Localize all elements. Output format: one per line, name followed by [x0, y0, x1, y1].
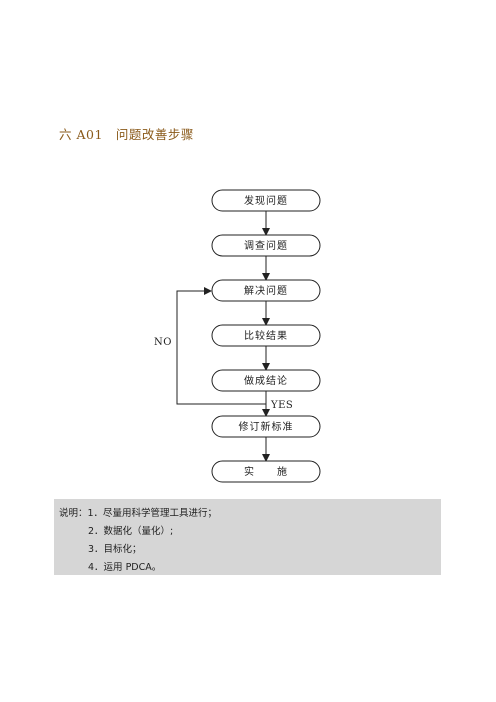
yes-label: YES	[270, 400, 293, 411]
flow-node-3-label: 解决问题	[244, 284, 288, 297]
flow-node-3: 解决问题	[211, 279, 321, 302]
flow-node-2-label: 调查问题	[244, 239, 288, 252]
note-line-2: 2．数据化（量化）;	[88, 526, 174, 537]
flow-node-2-shape	[211, 234, 321, 257]
flow-node-4: 比较结果	[211, 324, 321, 347]
flow-node-4-shape	[211, 324, 321, 347]
flow-node-1-shape	[211, 189, 321, 212]
note-line-3: 3．目标化；	[88, 544, 142, 555]
flow-node-4-label: 比较结果	[244, 329, 288, 342]
flow-node-6-label: 修订新标准	[239, 420, 294, 433]
flow-node-5-label: 做成结论	[244, 374, 288, 387]
no-loop-line	[176, 287, 266, 405]
page-title: 六 A01 问题改善步骤	[59, 127, 194, 142]
notes-box: 说明：1．尽量用科学管理工具进行； 2．数据化（量化）; 3．目标化； 4．运用…	[54, 499, 441, 575]
flow-node-1-label: 发现问题	[244, 194, 288, 207]
flow-node-6: 修订新标准	[211, 415, 321, 438]
flow-node-1: 发现问题	[211, 189, 321, 212]
flow-node-5-shape	[211, 369, 321, 392]
flow-node-3-shape	[211, 279, 321, 302]
note-line-4: 4．运用 PDCA。	[88, 562, 162, 573]
flow-node-7: 实 施	[211, 460, 321, 483]
flow-node-7-label: 实 施	[244, 465, 288, 478]
flow-node-7-shape	[211, 460, 321, 483]
flow-node-5: 做成结论	[211, 369, 321, 392]
flow-node-6-shape	[211, 415, 321, 438]
flow-node-2: 调查问题	[211, 234, 321, 257]
note-line-1: 说明：1．尽量用科学管理工具进行；	[59, 508, 218, 519]
no-label: NO	[154, 337, 172, 348]
